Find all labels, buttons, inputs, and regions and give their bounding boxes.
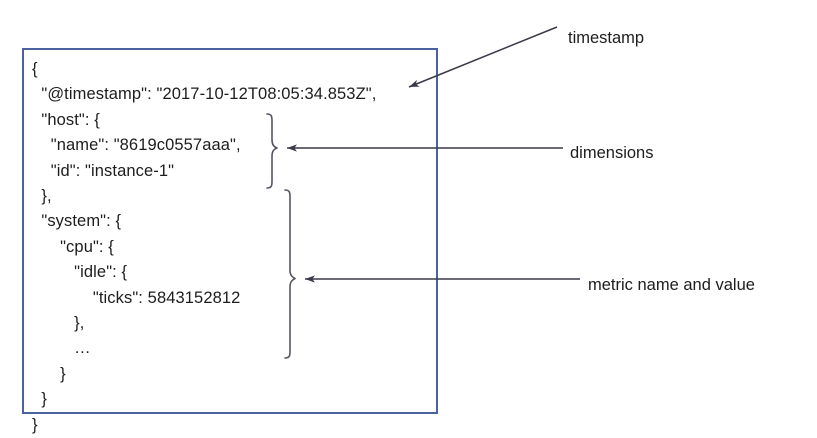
annotation-label-dimensions: dimensions (570, 144, 654, 162)
json-document-text: { "@timestamp": "2017-10-12T08:05:34.853… (32, 60, 377, 434)
annotation-label-timestamp: timestamp (568, 29, 645, 47)
json-document-box: { "@timestamp": "2017-10-12T08:05:34.853… (22, 48, 438, 434)
annotation-label-metric: metric name and value (588, 276, 755, 294)
